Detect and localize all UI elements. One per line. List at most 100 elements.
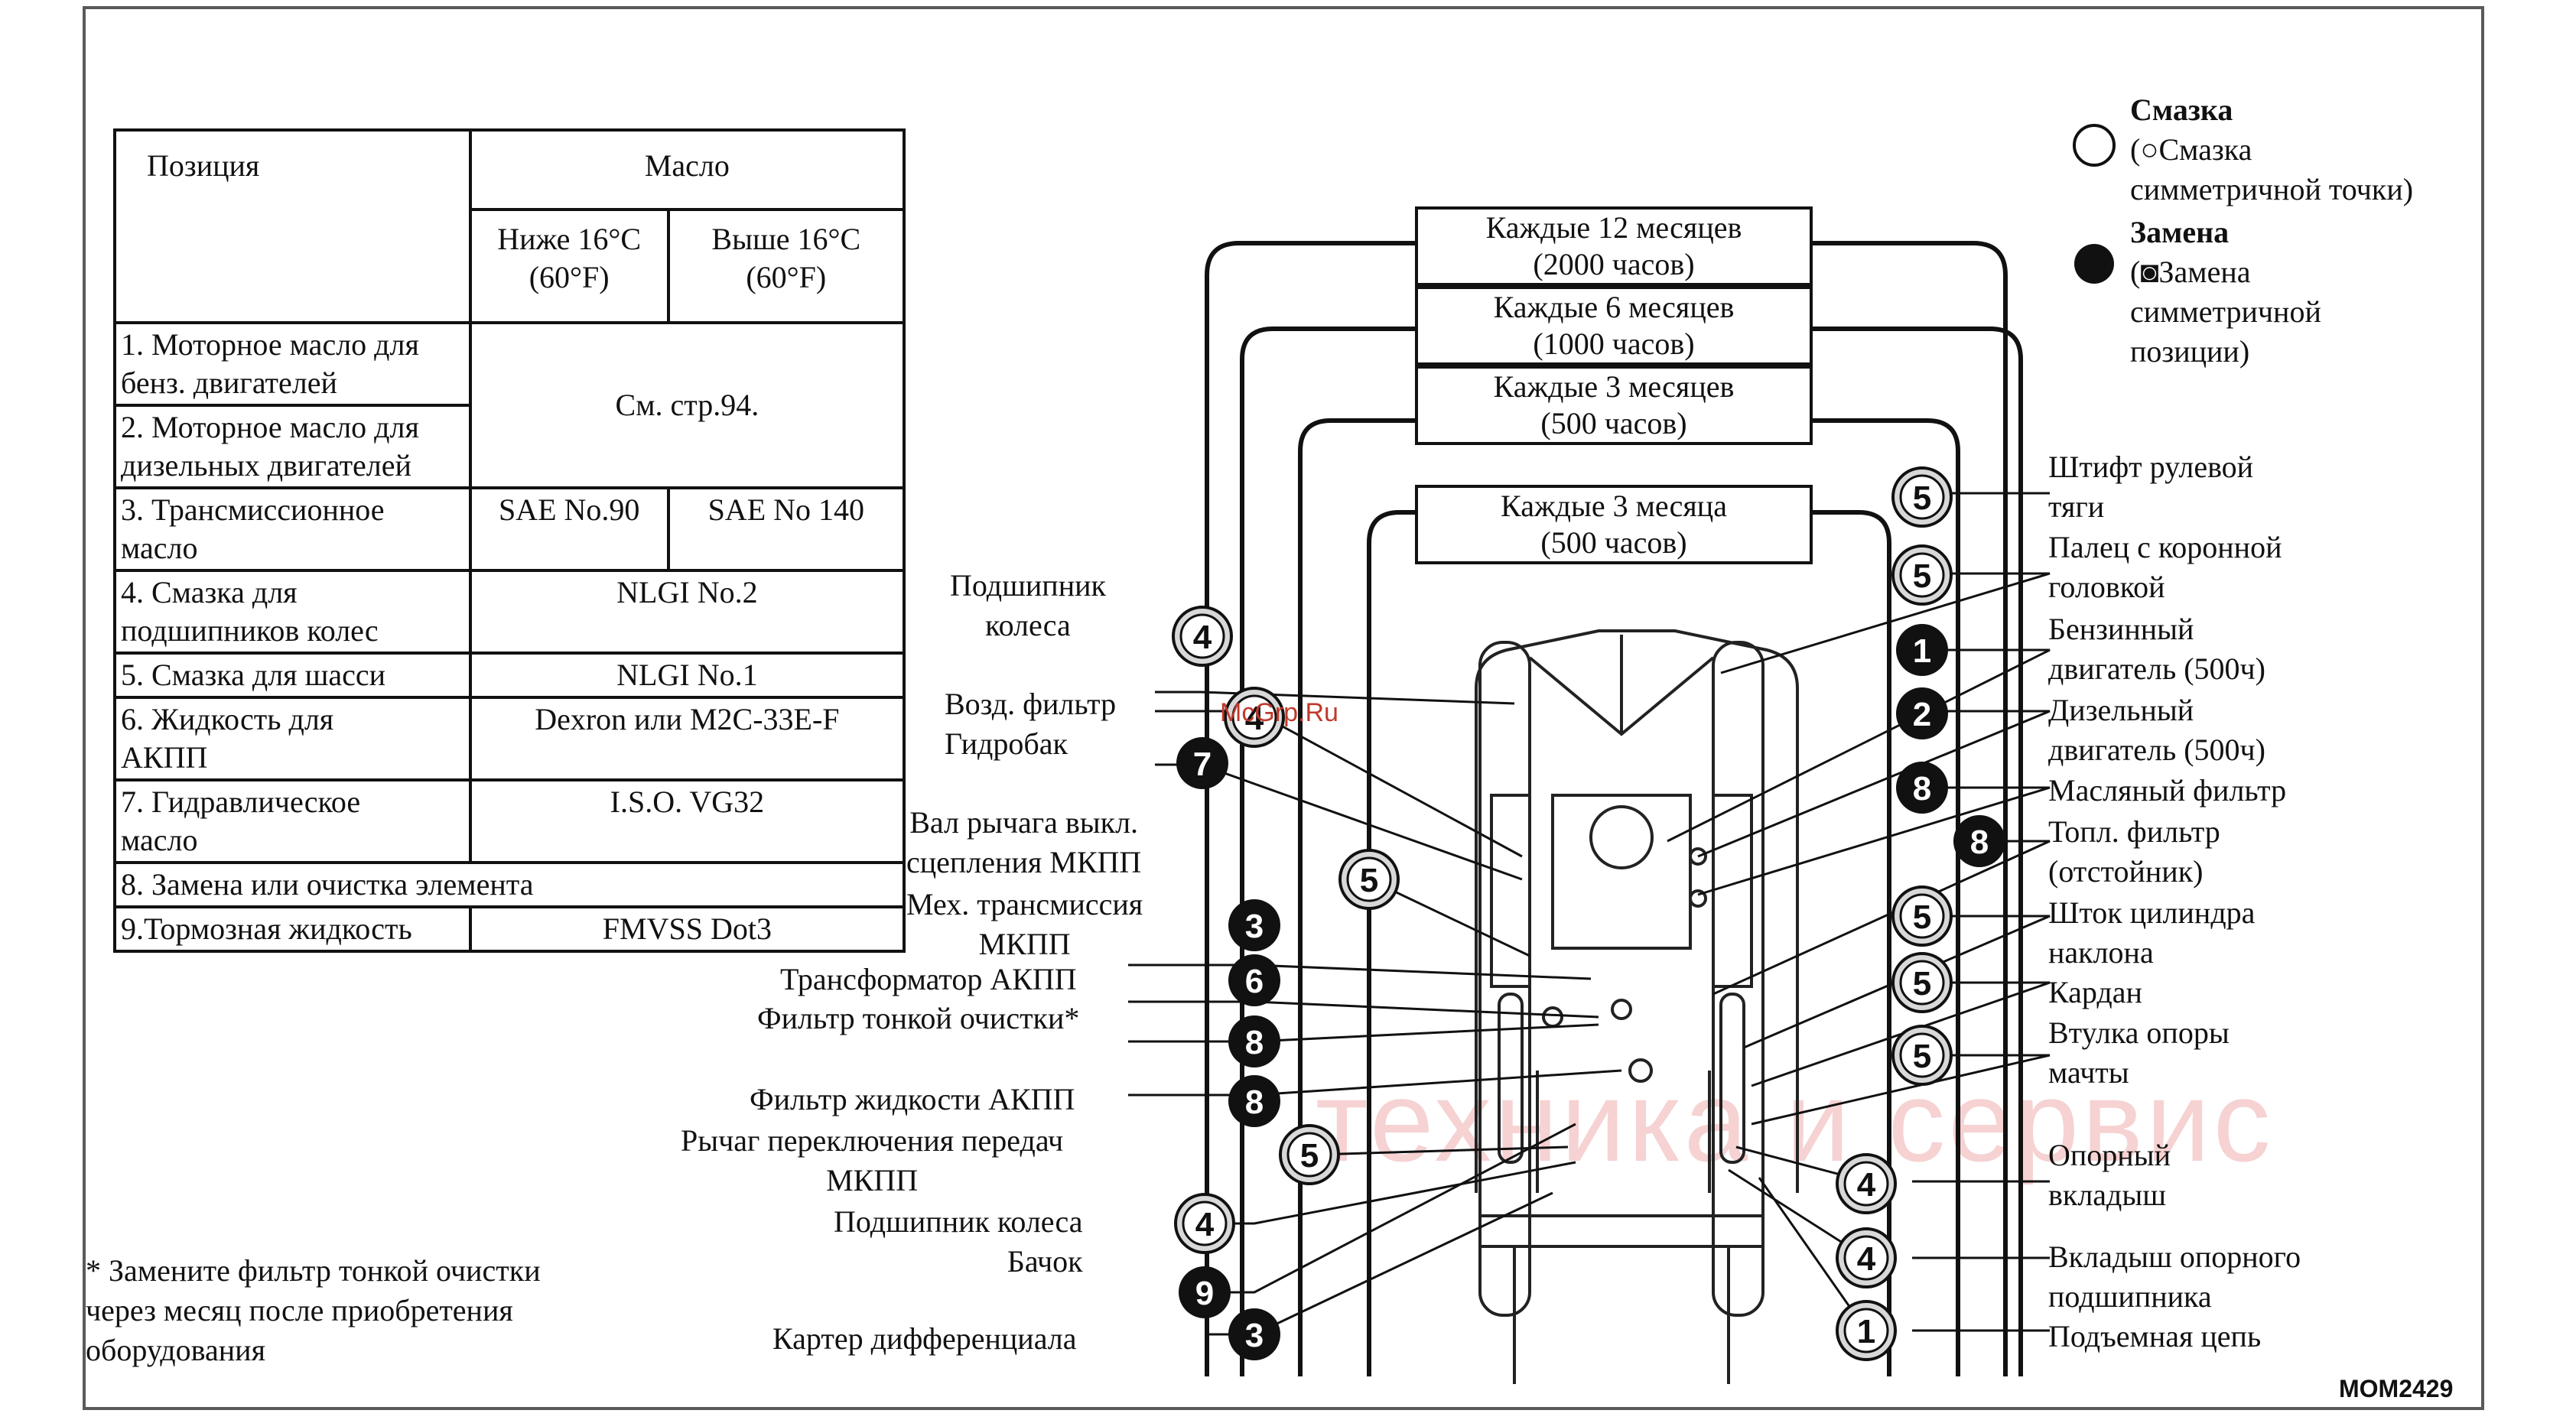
table-header-position: Позиция <box>113 128 472 324</box>
marker-left-replace: 8 <box>1228 1075 1280 1127</box>
label-manual-transmission: Мех. трансмиссия МКПП <box>906 887 1143 961</box>
legend-replace-desc: (◙Замена симметричной позиции) <box>2130 255 2321 369</box>
legend-lube-title: Смазка <box>2130 93 2233 127</box>
marker-number: 6 <box>1245 963 1264 1000</box>
interval-box-6m: Каждые 6 месяцев (1000 часов) <box>1415 286 1813 366</box>
label-clutch-shaft: Вал рычага выкл. сцепления МКПП <box>906 805 1142 879</box>
table-header-oil: Масло <box>468 128 906 211</box>
watermark-site: McGrp.Ru <box>1220 698 1338 727</box>
label-tie-rod-pin: Штифт рулевой тяги <box>2048 450 2254 524</box>
marker-right-lube: 4 <box>1836 1153 1897 1214</box>
table-cell: NLGI No.2 <box>468 569 906 655</box>
label-lift-chain: Подъемная цепь <box>2048 1319 2262 1353</box>
marker-number: 4 <box>1193 619 1212 656</box>
marker-left-lube: 5 <box>1279 1124 1340 1185</box>
marker-right-lube: 5 <box>1891 1025 1953 1086</box>
interval-box-3m-alt: Каждые 3 месяца (500 часов) <box>1415 485 1813 564</box>
table-row-label: 5. Смазка для шасси <box>113 652 472 699</box>
marker-left-replace: 3 <box>1228 1308 1280 1360</box>
interval-box-12m: Каждые 12 месяцев (2000 часов) <box>1415 206 1813 286</box>
interval-box-3m: Каждые 3 месяцев (500 часов) <box>1415 366 1813 445</box>
marker-right-lube: 5 <box>1891 885 1953 947</box>
marker-number: 9 <box>1195 1275 1214 1312</box>
table-cell: Dexron или M2C-33E-F <box>468 696 906 781</box>
label-air-filter-tank: Возд. фильтр Гидробак <box>945 687 1117 761</box>
marker-number: 4 <box>1857 1166 1876 1204</box>
label-shift-lever: Рычаг переключения передач МКПП <box>681 1123 1064 1197</box>
label-fuel-filter: Топл. фильтр (отстойник) <box>2048 814 2220 889</box>
label-fine-filter: Фильтр тонкой очистки* <box>757 1001 1080 1035</box>
marker-left-replace: 8 <box>1228 1015 1280 1067</box>
table-row-label: 6. Жидкость для АКПП <box>113 696 472 781</box>
marker-number: 7 <box>1193 746 1212 783</box>
marker-left-lube: 4 <box>1224 687 1285 748</box>
legend-lube-desc: (○Смазка симметричной точки) <box>2130 132 2414 206</box>
marker-right-lube: 4 <box>1836 1227 1897 1288</box>
table-row-label: 7. Гидравлическое масло <box>113 778 472 864</box>
marker-number: 5 <box>1913 479 1931 517</box>
legend-replace-title: Замена <box>2130 215 2230 249</box>
table-col-below: Ниже 16°C (60°F) <box>468 208 670 324</box>
marker-right-lube: 5 <box>1891 952 1953 1013</box>
marker-left-lube: 5 <box>1338 849 1400 910</box>
marker-number: 4 <box>1195 1206 1215 1243</box>
label-propeller-shaft: Кардан <box>2048 975 2142 1009</box>
marker-right-lube: 1 <box>1836 1300 1897 1361</box>
marker-left-replace: 3 <box>1228 899 1280 951</box>
label-support-liner: Опорный вкладыш <box>2048 1138 2171 1212</box>
legend-filled-circle-icon <box>2074 244 2114 284</box>
marker-number: 5 <box>1913 557 1931 595</box>
table-cell: NLGI No.1 <box>468 652 906 699</box>
marker-left-replace: 6 <box>1228 954 1280 1006</box>
marker-right-lube: 5 <box>1891 544 1953 606</box>
table-cell: SAE No 140 <box>666 486 906 572</box>
forklift-outline <box>1475 629 1799 1384</box>
table-cell-merged: См. стр.94. <box>468 321 906 489</box>
footnote: * Замените фильтр тонкой очистки через м… <box>86 1253 541 1367</box>
figure-frame <box>83 6 2484 1410</box>
label-king-pin: Палец с коронной головкой <box>2048 530 2282 604</box>
marker-number: 8 <box>1245 1084 1264 1121</box>
marker-number: 8 <box>1970 824 1989 861</box>
marker-number: 4 <box>1857 1240 1876 1278</box>
marker-left-replace: 9 <box>1179 1266 1231 1318</box>
label-tilt-cylinder-rod: Шток цилиндра наклона <box>2048 895 2256 970</box>
label-wheel-bearing-tank: Подшипник колеса Бачок <box>834 1204 1083 1279</box>
marker-number: 5 <box>1300 1137 1319 1175</box>
table-row-label: 1. Моторное масло для бенз. двигателей <box>113 321 472 407</box>
label-torque-converter: Трансформатор АКПП <box>780 962 1077 996</box>
marker-right-replace: 8 <box>1896 762 1948 814</box>
table-row-label: 2. Моторное масло для дизельных двигател… <box>113 404 472 489</box>
label-mast-bushing: Втулка опоры мачты <box>2048 1015 2230 1090</box>
marker-left-replace: 7 <box>1176 737 1228 789</box>
marker-number: 1 <box>1857 1313 1875 1350</box>
marker-number: 5 <box>1913 898 1931 936</box>
marker-number: 1 <box>1913 632 1931 670</box>
table-row-label: 3. Трансмиссионное масло <box>113 486 472 572</box>
table-row-label: 4. Смазка для подшипников колес <box>113 569 472 655</box>
marker-left-lube: 4 <box>1172 606 1233 667</box>
marker-number: 3 <box>1245 1317 1264 1354</box>
table-row-label: 8. Замена или очистка элемента <box>113 861 906 908</box>
legend-open-circle-icon <box>2073 124 2116 167</box>
table-col-above: Выше 16°C (60°F) <box>666 208 906 324</box>
oil-table: Позиция Масло Ниже 16°C (60°F) Выше 16°C… <box>113 128 906 953</box>
marker-right-replace: 2 <box>1896 687 1948 739</box>
table-cell: FMVSS Dot3 <box>468 905 906 953</box>
label-diesel-engine: Дизельный двигатель (500ч) <box>2048 693 2265 767</box>
label-oil-filter: Масляный фильтр <box>2048 773 2287 807</box>
label-differential: Картер дифференциала <box>772 1321 1077 1356</box>
marker-number: 3 <box>1245 908 1264 945</box>
marker-number: 5 <box>1913 965 1931 1002</box>
marker-right-replace: 1 <box>1896 624 1948 676</box>
label-atf-filter: Фильтр жидкости АКПП <box>750 1082 1075 1116</box>
table-row-label: 9.Тормозная жидкость <box>113 905 472 953</box>
marker-right-replace: 8 <box>1953 815 2005 867</box>
marker-number: 4 <box>1245 700 1264 737</box>
marker-left-lube: 4 <box>1174 1193 1235 1254</box>
marker-number: 8 <box>1913 770 1931 807</box>
marker-number: 5 <box>1360 862 1378 899</box>
